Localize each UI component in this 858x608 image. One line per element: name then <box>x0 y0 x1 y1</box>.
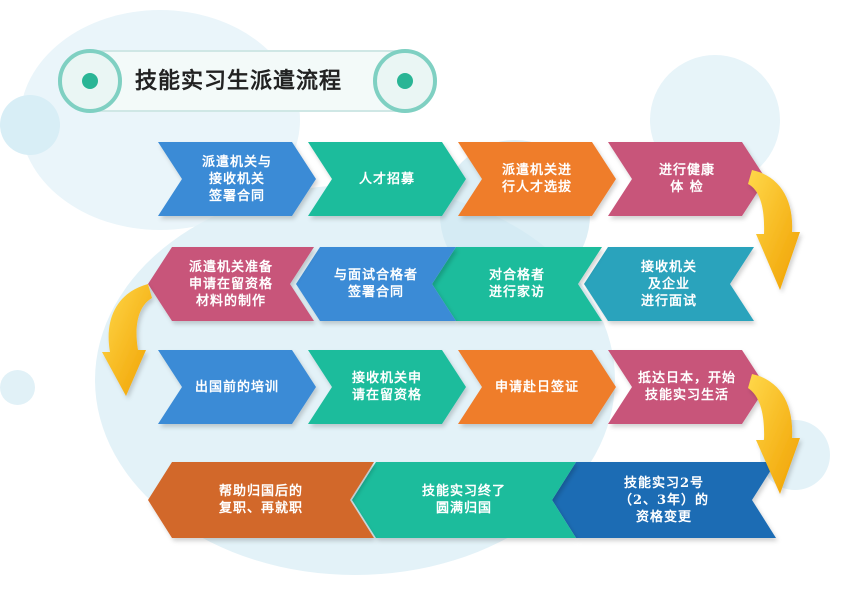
step-label-14: 技能实习终了 圆满归国 <box>421 484 506 516</box>
step-label-13: 技能实习2号 （2、3年）的 资格变更 <box>618 475 710 525</box>
bullet-dot <box>397 73 413 89</box>
title-bullet-left <box>58 49 122 113</box>
title-bullet-right <box>373 49 437 113</box>
step-label-6: 对合格者 进行家访 <box>488 268 545 300</box>
bullet-dot <box>82 73 98 89</box>
step-chevron-13 <box>552 462 776 538</box>
step-label-9: 出国前的培训 <box>194 379 279 395</box>
step-chevron-8 <box>148 247 314 321</box>
background-blob <box>0 370 35 405</box>
step-label-10: 接收机关申 请在留资格 <box>351 371 422 403</box>
step-label-7: 与面试合格者 签署合同 <box>333 268 418 300</box>
step-chevron-2 <box>308 142 466 216</box>
page-title: 技能实习生派遣流程 <box>135 68 343 94</box>
step-chevron-1 <box>158 142 316 216</box>
step-label-11: 申请赴日签证 <box>494 379 579 395</box>
turn-arrow-2 <box>102 284 152 396</box>
step-chevron-6 <box>432 247 602 321</box>
step-chevron-15 <box>148 462 374 538</box>
step-chevron-3 <box>458 142 616 216</box>
turn-arrow-3 <box>748 374 800 494</box>
step-chevron-10 <box>308 350 466 424</box>
step-label-3: 派遣机关进 行人才选拔 <box>501 163 572 195</box>
step-label-5: 接收机关 及企业 进行面试 <box>640 259 697 309</box>
turn-arrow-1 <box>748 170 800 290</box>
step-label-8: 派遣机关准备 申请在留资格 材料的制作 <box>188 259 273 309</box>
step-chevron-7 <box>296 247 456 321</box>
step-chevron-11 <box>458 350 616 424</box>
step-label-4: 进行健康 体 检 <box>658 163 715 195</box>
step-label-1: 派遣机关与 接收机关 签署合同 <box>201 154 272 204</box>
step-label-15: 帮助归国后的 复职、再就职 <box>218 484 303 516</box>
step-label-12: 抵达日本，开始 技能实习生活 <box>637 371 736 403</box>
step-chevron-14 <box>352 462 576 538</box>
step-chevron-9 <box>158 350 316 424</box>
step-chevron-4 <box>608 142 766 216</box>
step-label-2: 人才招募 <box>358 171 415 187</box>
background-blob <box>0 95 60 155</box>
step-chevron-5 <box>584 247 754 321</box>
step-chevron-12 <box>608 350 766 424</box>
